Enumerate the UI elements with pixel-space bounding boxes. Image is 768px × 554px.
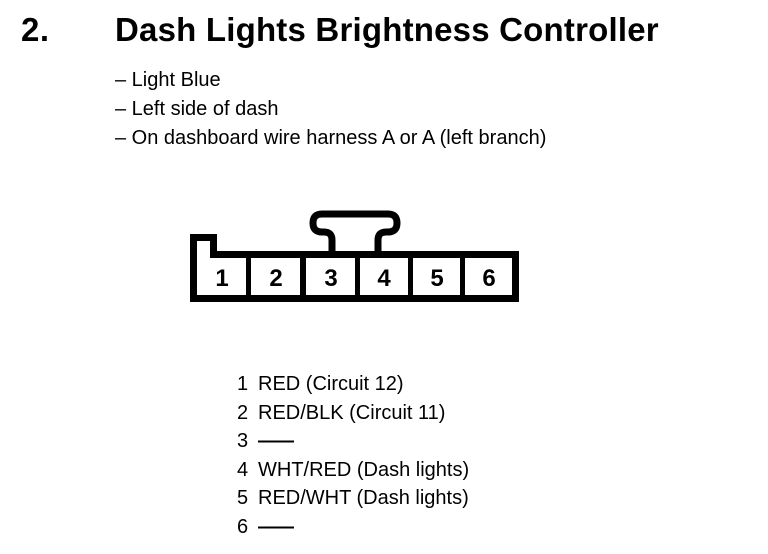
pin-number: 4 (237, 458, 249, 481)
pin-row: 6 —— (237, 513, 469, 542)
pin-number: 5 (237, 487, 249, 509)
pin-cavity-5 (413, 258, 460, 295)
pin-cavity-1 (197, 241, 246, 295)
pin-number: 1 (237, 373, 249, 395)
pin-row: 4 WHT/RED (Dash lights) (237, 456, 469, 485)
pin-number: 3 (237, 430, 249, 452)
list-item: – Left side of dash (115, 98, 279, 120)
bullet-list: – Light Blue – Left side of dash – On da… (115, 66, 546, 153)
pin-wire-label: WHT/RED (Dash lights) (258, 458, 470, 481)
pin-row: 3 —— (237, 427, 469, 456)
pin-number: 2 (237, 401, 249, 424)
pin-number-label: 4 (377, 265, 391, 292)
pin-number-label: 1 (215, 265, 228, 292)
pin-number-label: 6 (482, 265, 495, 292)
pin-number-label: 5 (430, 265, 443, 292)
pin-number: 6 (237, 515, 249, 538)
list-item: – On dashboard wire harness A or A (left… (115, 127, 547, 149)
lock-tab (309, 210, 401, 252)
pin-row: 5 RED/WHT (Dash lights) (237, 484, 469, 513)
pin-number-label: 3 (324, 265, 337, 292)
pin-wire-label: RED/BLK (Circuit 11) (258, 401, 446, 424)
pin-number-label: 2 (269, 265, 282, 292)
page-title: Dash Lights Brightness Controller (115, 11, 659, 48)
pin-cavity-3 (306, 258, 355, 295)
pin-wire-label: RED/WHT (Dash lights) (258, 487, 469, 509)
pin-cavity-4 (360, 258, 408, 295)
list-item: – Light Blue (115, 69, 221, 91)
pin-wire-label: RED (Circuit 12) (258, 373, 404, 395)
pin-row: 2 RED/BLK (Circuit 11) (237, 399, 469, 428)
pin-cavity-2 (251, 258, 300, 295)
pin-wire-label: —— (258, 515, 294, 538)
section-number: 2. (21, 11, 50, 48)
pin-cavity-6 (465, 258, 512, 295)
connector-diagram: 1 2 3 4 5 6 (190, 210, 519, 302)
pin-row: 1 RED (Circuit 12) (237, 370, 469, 399)
pin-wire-label: —— (258, 430, 294, 452)
